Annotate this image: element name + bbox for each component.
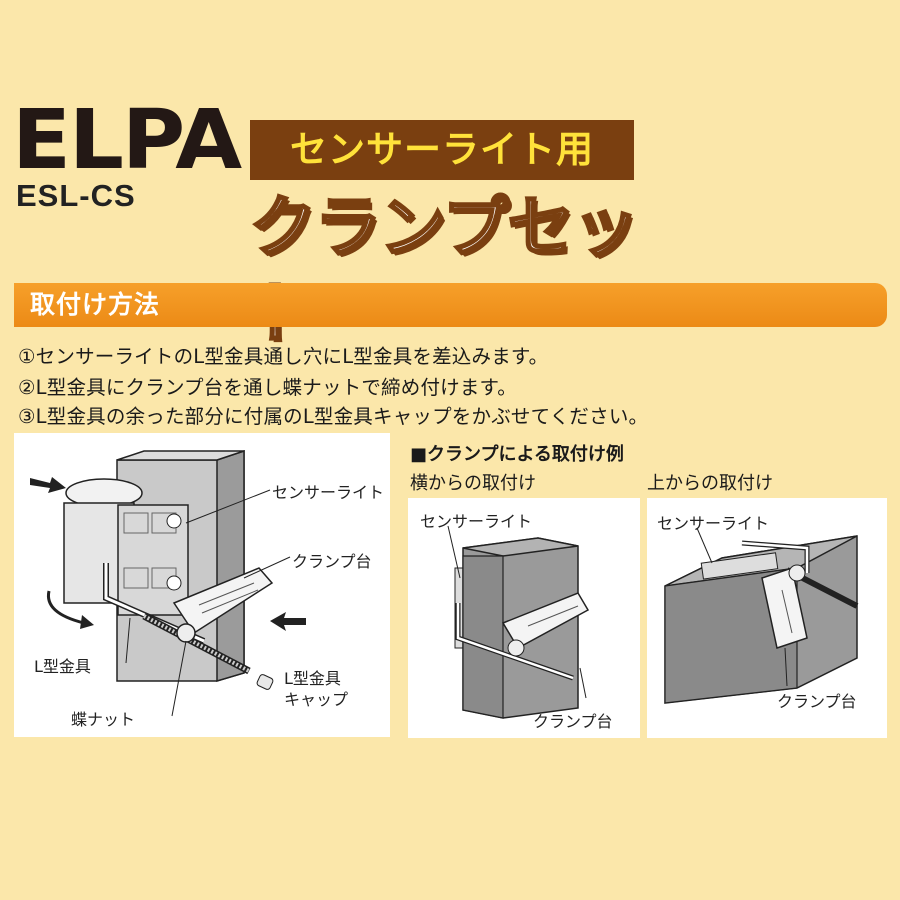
top-mount-panel: センサーライト クランプ台 [647, 498, 887, 738]
installation-diagram [30, 449, 306, 717]
section-bar [14, 283, 887, 327]
side-mount-title: 横からの取付け [410, 473, 536, 494]
label-cap-2: キャップ [284, 690, 349, 709]
side-label-clamp-base: クランプ台 [533, 712, 613, 731]
side-label-sensor-light: センサーライト [420, 512, 533, 531]
label-l-bracket: L型金具 [34, 657, 91, 676]
step-2: ②L型金具にクランプ台を通し蝶ナットで締め付けます。 [18, 376, 518, 399]
main-diagram-panel: センサーライト クランプ台 L型金具 L型金具 キャップ 蝶ナット [14, 433, 390, 737]
step-1: ①センサーライトのL型金具通し穴にL型金具を差込みます。 [18, 345, 549, 368]
top-mount-title: 上からの取付け [647, 473, 773, 494]
side-mount-diagram [447, 525, 590, 719]
section-heading: 取付け方法 [30, 290, 161, 319]
step-3: ③L型金具の余った部分に付属のL型金具キャップをかぶせてください。 [18, 405, 649, 428]
examples-heading: ■クランプによる取付け例 [410, 444, 624, 465]
label-cap-1: L型金具 [284, 669, 341, 688]
product-title: クランプセット [249, 188, 641, 354]
side-mount-panel: センサーライト クランプ台 [408, 498, 640, 738]
top-label-clamp-base: クランプ台 [777, 692, 857, 711]
label-sensor-light: センサーライト [272, 483, 385, 502]
label-wing-nut: 蝶ナット [71, 710, 136, 729]
label-clamp-base: クランプ台 [292, 552, 372, 571]
logo-text: ELPA [12, 102, 242, 176]
title-banner: センサーライト用 [250, 120, 634, 180]
elpa-logo: ELPA [12, 102, 242, 176]
top-mount-diagram [664, 527, 859, 704]
top-label-sensor-light: センサーライト [657, 514, 770, 533]
model-number: ESL-CS [16, 178, 136, 213]
